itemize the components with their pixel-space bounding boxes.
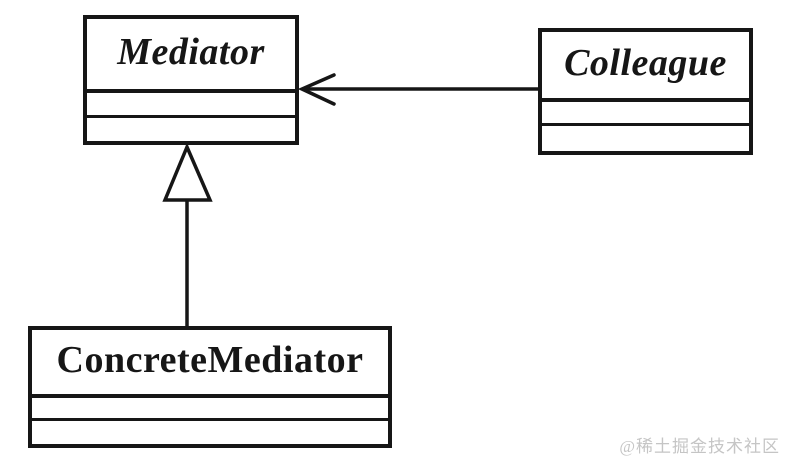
- operations-compartment: [542, 126, 749, 151]
- open-arrowhead-icon: [297, 73, 336, 106]
- class-name-colleague: Colleague: [542, 32, 749, 102]
- watermark-text: @稀土掘金技术社区: [619, 437, 780, 456]
- class-name-concretemediator: ConcreteMediator: [32, 330, 388, 398]
- attributes-compartment: [542, 102, 749, 126]
- generalization-triangle-icon: [162, 142, 213, 202]
- operations-compartment: [32, 421, 388, 444]
- attributes-compartment: [87, 93, 295, 118]
- class-box-colleague: Colleague: [538, 28, 753, 155]
- class-box-mediator: Mediator: [83, 15, 299, 145]
- class-box-concretemediator: ConcreteMediator: [28, 326, 392, 448]
- class-name-mediator: Mediator: [87, 19, 295, 93]
- operations-compartment: [87, 118, 295, 141]
- attributes-compartment: [32, 398, 388, 421]
